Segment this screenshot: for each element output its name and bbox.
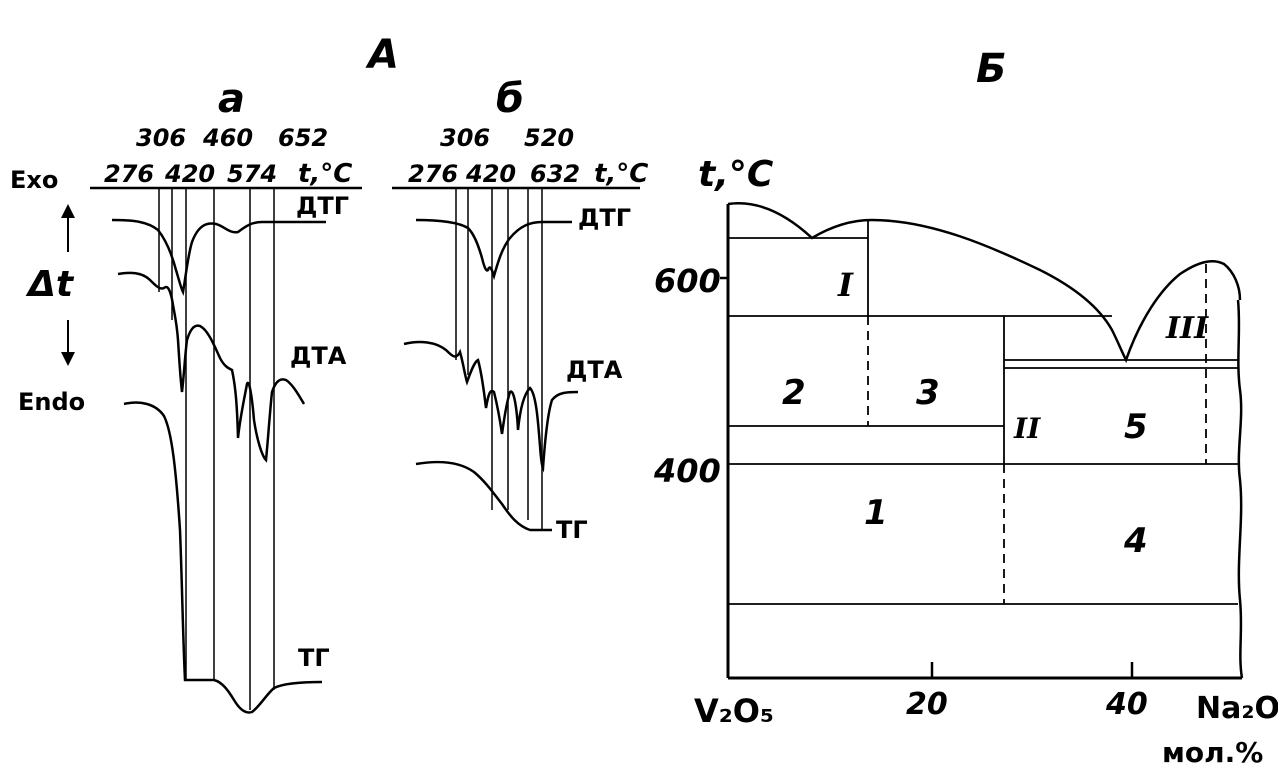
phase-x-tick-label-40: 40 [1105, 687, 1148, 722]
region-2-label: 2 [782, 373, 806, 413]
region-4-label: 4 [1123, 521, 1148, 561]
phase-y-tick-label-600: 600 [654, 262, 721, 300]
phase-x-unit-label: мол.% [1162, 736, 1263, 769]
phase-y-axis-label: t,°C [698, 154, 774, 195]
phase-x-right-label: Na₂O [1196, 691, 1278, 726]
region-3-label: 3 [916, 373, 940, 413]
subpanel-a-dta-curve [117, 271, 306, 463]
exo-label: Exo [10, 166, 58, 194]
liquidus-curve [727, 202, 1242, 364]
subpanel-a-temp-bottom-3: 574 [227, 160, 277, 188]
phase-diagram: Б t,°C 600 [653, 46, 1278, 769]
panel-b-label: Б [976, 46, 1007, 92]
region-1-label: 1 [864, 493, 888, 533]
subpanel-b-temp-bottom-2: 420 [465, 160, 516, 188]
subpanel-a-temp-bottom-1: 276 [104, 160, 154, 188]
subpanel-a-tg-curve [123, 401, 323, 714]
subpanel-a-label: а [218, 76, 245, 122]
subpanel-b-dta-curve [403, 340, 579, 473]
region-5-label: 5 [1124, 407, 1148, 447]
subpanel-b-tg-label: ТГ [556, 516, 588, 544]
subpanel-b-axis-unit: t,°C [594, 159, 648, 189]
subpanel-a-temp-bottom-2: 420 [164, 160, 215, 188]
subpanel-a-dta-label: ДТА [290, 342, 347, 370]
panel-a-label: А [365, 32, 399, 78]
subpanel-a-temp-top-1: 306 [136, 124, 186, 152]
subpanel-b-dtg-label: ДТГ [578, 204, 631, 232]
endo-label: Endo [18, 388, 85, 416]
arrow-down-head [61, 352, 75, 366]
subpanel-b-temp-bottom-3: 632 [530, 160, 580, 188]
subpanel-a: а 306 460 652 276 420 574 t,°C Exo Δt En… [10, 76, 362, 714]
subpanel-b-tg-curve [415, 460, 552, 532]
subpanel-b-temp-top-2: 520 [524, 124, 574, 152]
subpanel-b-marker-lines [455, 188, 543, 530]
subpanel-b-dtg-curve [415, 218, 572, 281]
subpanel-b: б 306 520 276 420 632 t,°C ДТГ ДТА ТГ [392, 76, 648, 544]
subpanel-a-dtg-label: ДТГ [296, 192, 349, 220]
subpanel-a-temp-top-3: 652 [278, 124, 328, 152]
subpanel-b-temp-top-1: 306 [440, 124, 490, 152]
subpanel-b-temp-bottom-1: 276 [408, 160, 458, 188]
subpanel-b-dta-label: ДТА [566, 356, 623, 384]
subpanel-a-tg-label: ТГ [298, 644, 330, 672]
phase-x-left-label: V₂O₅ [694, 692, 774, 730]
subpanel-a-temp-top-2: 460 [202, 124, 253, 152]
roman-iii-label: III [1165, 311, 1209, 346]
subpanel-a-dtg-curve [111, 218, 326, 296]
phase-right-edge [1236, 299, 1244, 679]
roman-ii-label: II [1013, 412, 1041, 445]
delta-t-label: Δt [25, 264, 75, 305]
phase-boundaries [728, 220, 1238, 605]
phase-dashed-lines [867, 264, 1207, 604]
arrow-up-head [61, 204, 75, 218]
roman-i-label: I [837, 266, 854, 304]
subpanel-b-label: б [496, 76, 524, 122]
phase-x-tick-label-20: 20 [906, 687, 948, 722]
phase-y-tick-label-400: 400 [653, 452, 721, 490]
subpanel-a-axis-unit: t,°C [298, 159, 352, 189]
